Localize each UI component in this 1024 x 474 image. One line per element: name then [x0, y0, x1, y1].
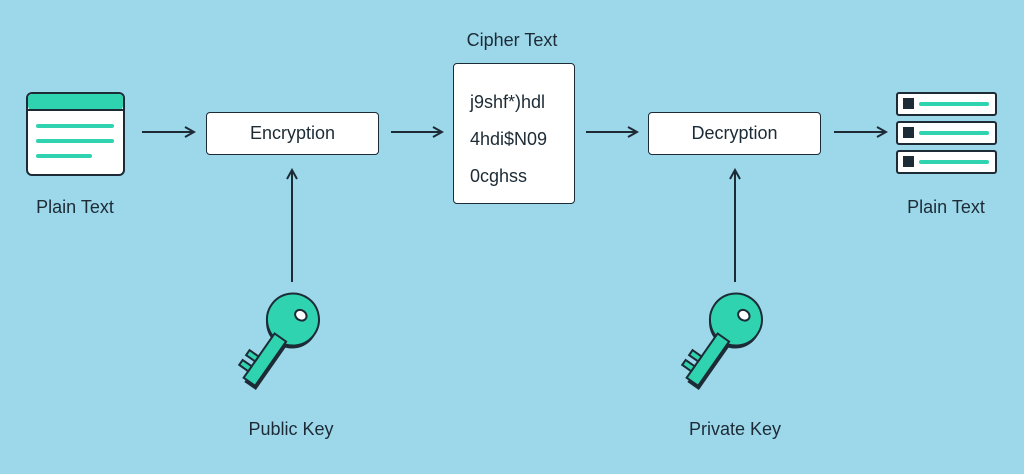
encryption-box: Encryption: [206, 112, 379, 155]
decryption-box: Decryption: [648, 112, 821, 155]
private-key-label: Private Key: [688, 419, 782, 439]
public-key-label: Public Key: [248, 419, 334, 439]
decryption-label: Decryption: [691, 123, 778, 143]
plain-text-right-label: Plain Text: [907, 197, 985, 217]
plain-text-left-label: Plain Text: [36, 197, 114, 217]
cipher-text-box: j9shf*)hdl 4hdi$N09 0cghss: [453, 63, 575, 204]
key-icon: [237, 292, 320, 390]
document-icon: [26, 92, 125, 176]
server-icon: [896, 92, 997, 174]
encryption-label: Encryption: [249, 123, 336, 143]
cipher-line: 0cghss: [470, 166, 528, 186]
cipher-line: 4hdi$N09: [470, 129, 548, 149]
cipher-text-title: Cipher Text: [466, 30, 558, 50]
key-icon: [680, 292, 763, 390]
cipher-line: j9shf*)hdl: [470, 92, 546, 112]
